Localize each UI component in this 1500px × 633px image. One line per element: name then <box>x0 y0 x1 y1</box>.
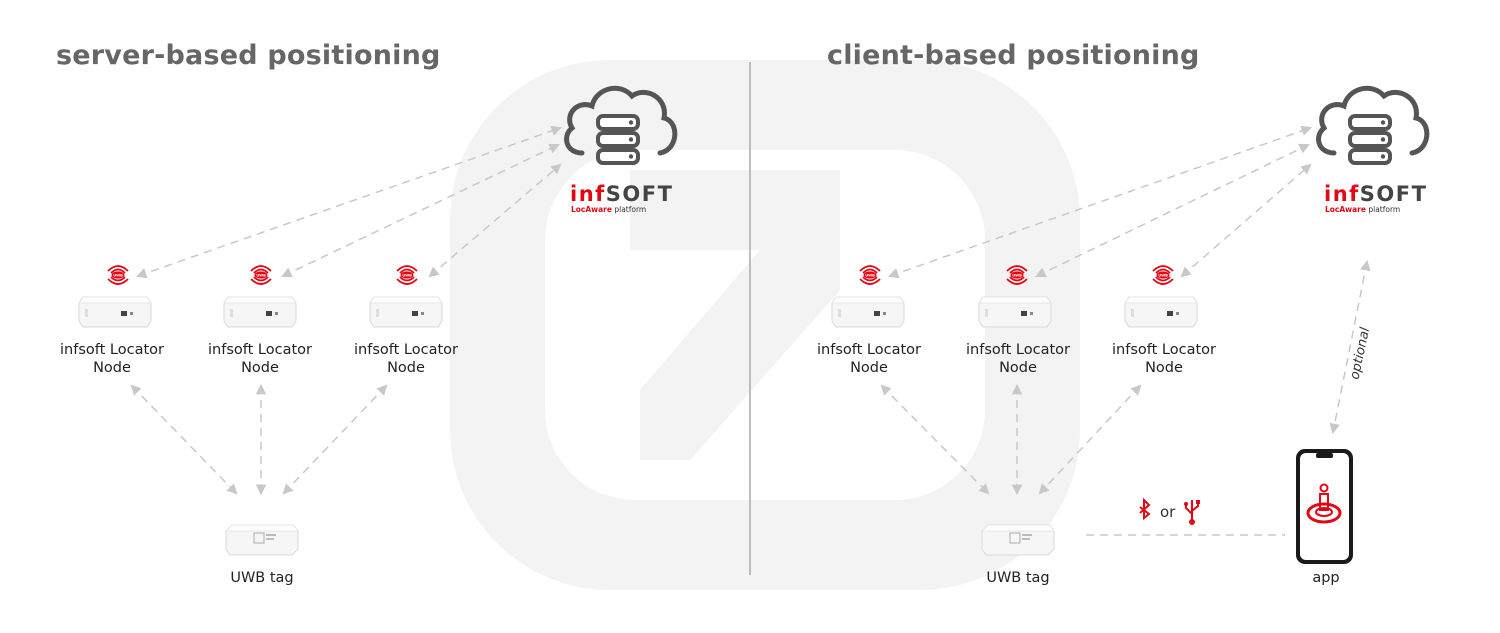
left-arrows <box>130 125 562 496</box>
uwb-signal-icon <box>250 265 272 285</box>
locator-node-device <box>223 296 297 328</box>
right-arrows <box>880 125 1371 536</box>
uwb-tag-device <box>981 524 1055 556</box>
client-based-title: client-based positioning <box>827 40 1200 71</box>
cloud-server-icon <box>1319 88 1427 163</box>
uwb-signal-icon <box>1152 265 1174 285</box>
connection-or-text: or <box>1160 503 1176 521</box>
locator-node-device <box>978 296 1052 328</box>
location-pin-icon <box>1306 483 1342 524</box>
uwb-signal-icon <box>107 265 129 285</box>
smartphone <box>1296 449 1353 564</box>
uwb-signal-icon <box>396 265 418 285</box>
bluetooth-icon <box>1139 497 1151 521</box>
locator-node-device <box>369 296 443 328</box>
locator-node-device <box>78 296 152 328</box>
locator-node-device <box>831 296 905 328</box>
server-based-title: server-based positioning <box>56 40 441 71</box>
infsoft-brand-logo: infSOFT LocAware platform <box>1324 182 1428 214</box>
app-label: app <box>1312 570 1340 586</box>
uwb-tag-label: UWB tag <box>230 570 294 586</box>
uwb-tag-device <box>225 524 299 556</box>
infsoft-brand-logo: infSOFT LocAware platform <box>570 182 674 214</box>
locator-node-device <box>1124 296 1198 328</box>
uwb-tag-label: UWB tag <box>986 570 1050 586</box>
usb-icon <box>1184 500 1200 525</box>
